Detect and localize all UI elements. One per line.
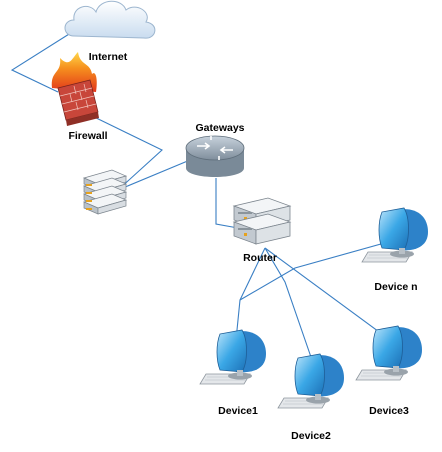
link-router-device2 bbox=[264, 247, 313, 361]
device3-label: Device3 bbox=[369, 405, 409, 417]
device1-label: Device1 bbox=[218, 405, 258, 417]
computer-icon bbox=[277, 353, 345, 409]
router-label: Router bbox=[243, 252, 277, 264]
link-router-device3 bbox=[264, 247, 391, 341]
internet-label: Internet bbox=[89, 51, 128, 63]
server-node bbox=[82, 169, 128, 215]
internet-node: Internet bbox=[64, 0, 156, 63]
device-n-label: Device n bbox=[374, 281, 417, 293]
router-icon bbox=[232, 197, 292, 245]
router-node: Router bbox=[232, 197, 292, 264]
device3-node: Device3 bbox=[355, 325, 423, 417]
computer-icon bbox=[355, 325, 423, 381]
firewall-node: Firewall bbox=[51, 52, 108, 142]
device1-node: Device1 bbox=[199, 329, 267, 417]
link-gateway-router bbox=[215, 178, 239, 229]
link-device-bus bbox=[239, 241, 389, 301]
cloud-icon bbox=[64, 0, 156, 39]
link-internet-firewall bbox=[10, 23, 86, 93]
gateways-label: Gateways bbox=[195, 122, 244, 134]
server-stack-icon bbox=[82, 169, 128, 215]
device2-node: Device2 bbox=[277, 353, 345, 442]
computer-icon bbox=[199, 329, 267, 385]
gateway-icon bbox=[185, 135, 245, 177]
gateways-node: Gateways bbox=[185, 122, 245, 177]
device2-label: Device2 bbox=[291, 430, 331, 442]
link-firewall-server bbox=[87, 113, 163, 191]
firewall-label: Firewall bbox=[68, 130, 107, 142]
firewall-icon bbox=[51, 52, 99, 126]
computer-icon bbox=[361, 207, 429, 263]
link-server-gateway bbox=[117, 159, 191, 191]
device-n-node: Device n bbox=[361, 207, 429, 293]
connection-lines bbox=[10, 23, 391, 361]
